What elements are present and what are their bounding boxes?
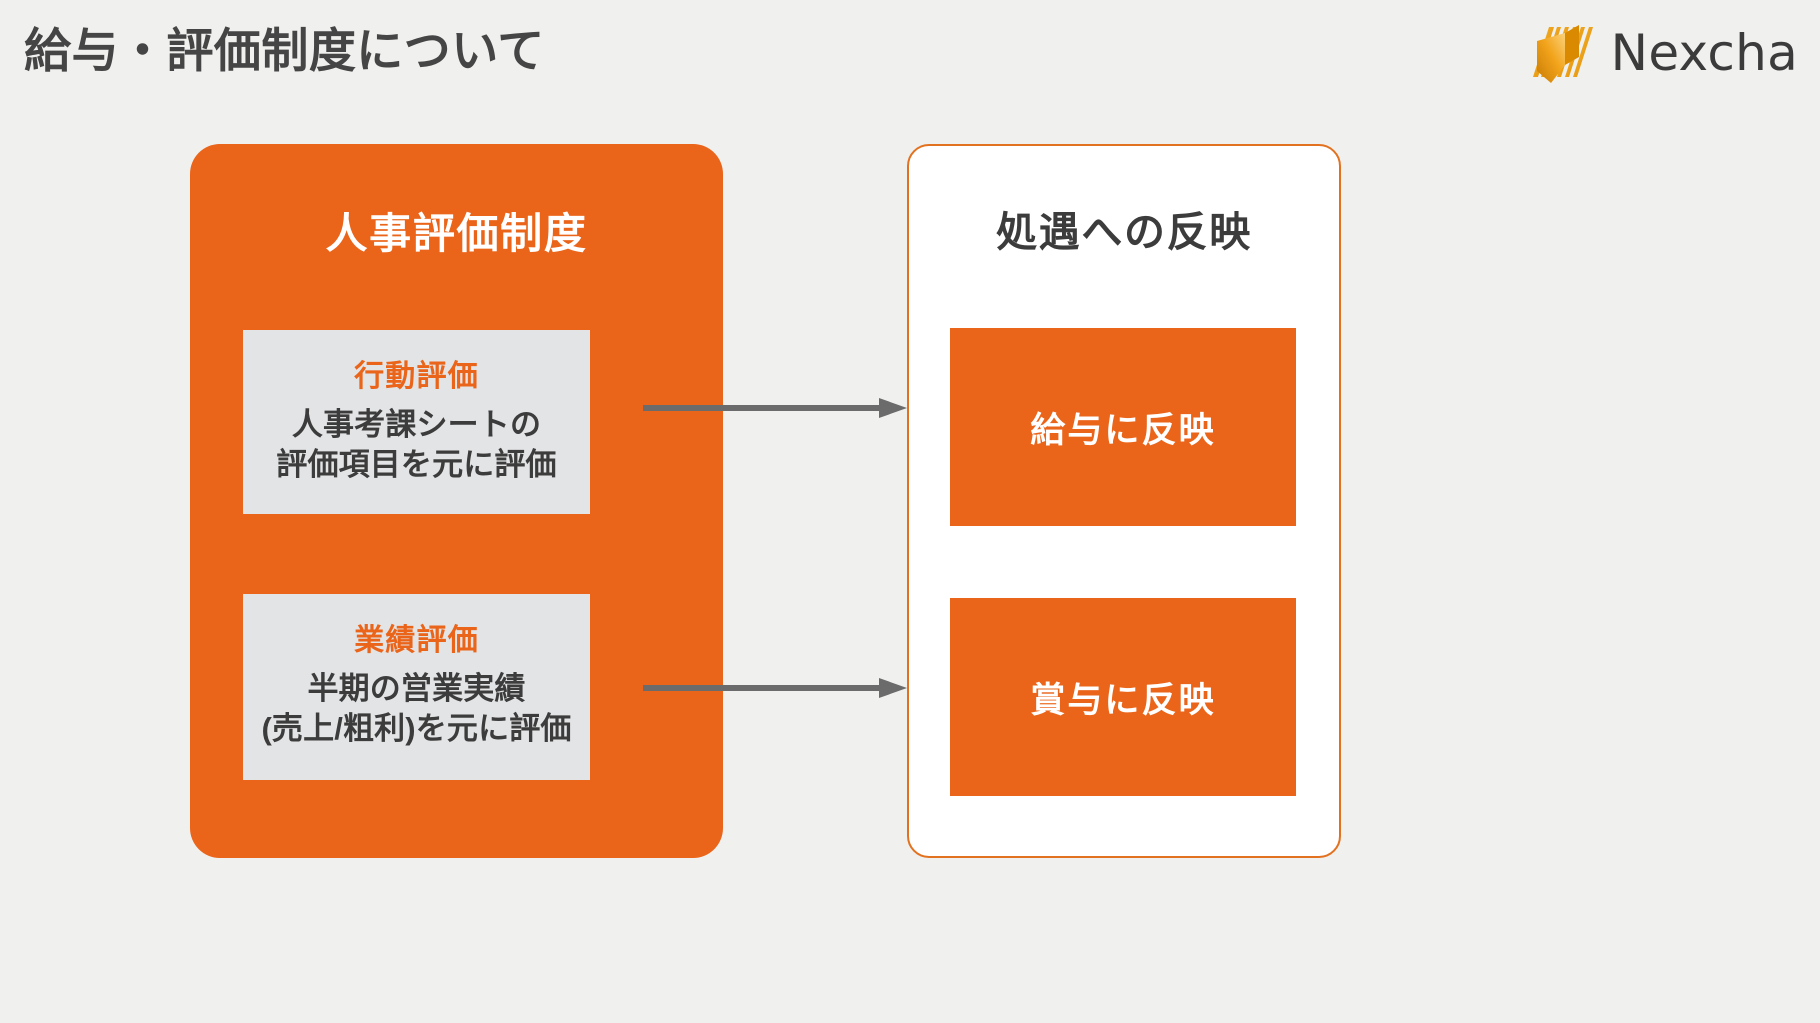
compensation-reflection-panel-heading: 処遇への反映	[996, 209, 1252, 255]
evaluation-card-body: 人事考課シートの 評価項目を元に評価	[243, 405, 590, 486]
evaluation-card-behavior: 行動評価 人事考課シートの 評価項目を元に評価	[243, 330, 590, 514]
hr-evaluation-panel-heading: 人事評価制度	[325, 210, 588, 257]
page-title: 給与・評価制度について	[24, 24, 545, 77]
logo-wordmark: Nexcha	[1610, 24, 1798, 82]
arrow-behavior-to-salary-icon	[643, 398, 907, 418]
evaluation-card-title: 行動評価	[354, 360, 479, 393]
brand-logo: Nexcha	[1527, 18, 1798, 88]
evaluation-card-body-line: 半期の営業実績	[307, 671, 526, 706]
evaluation-card-body-line: (売上/粗利)を元に評価	[261, 711, 572, 747]
evaluation-card-body: 半期の営業実績 (売上/粗利)を元に評価	[243, 669, 590, 750]
evaluation-card-body-line: 人事考課シートの	[291, 407, 542, 442]
result-box-label: 賞与に反映	[1030, 680, 1216, 720]
result-box-label: 給与に反映	[1030, 410, 1216, 450]
compensation-reflection-panel: 処遇への反映 給与に反映 賞与に反映	[907, 144, 1341, 858]
hr-evaluation-panel: 人事評価制度 行動評価 人事考課シートの 評価項目を元に評価 業績評価 半期の営…	[190, 144, 723, 858]
result-box-salary: 給与に反映	[950, 328, 1296, 526]
evaluation-card-performance: 業績評価 半期の営業実績 (売上/粗利)を元に評価	[243, 594, 590, 780]
arrow-performance-to-bonus-icon	[643, 678, 907, 698]
nexcha-logo-mark-icon	[1532, 25, 1593, 83]
result-box-bonus: 賞与に反映	[950, 598, 1296, 796]
evaluation-card-body-line: 評価項目を元に評価	[276, 447, 557, 483]
evaluation-card-title: 業績評価	[354, 624, 479, 657]
